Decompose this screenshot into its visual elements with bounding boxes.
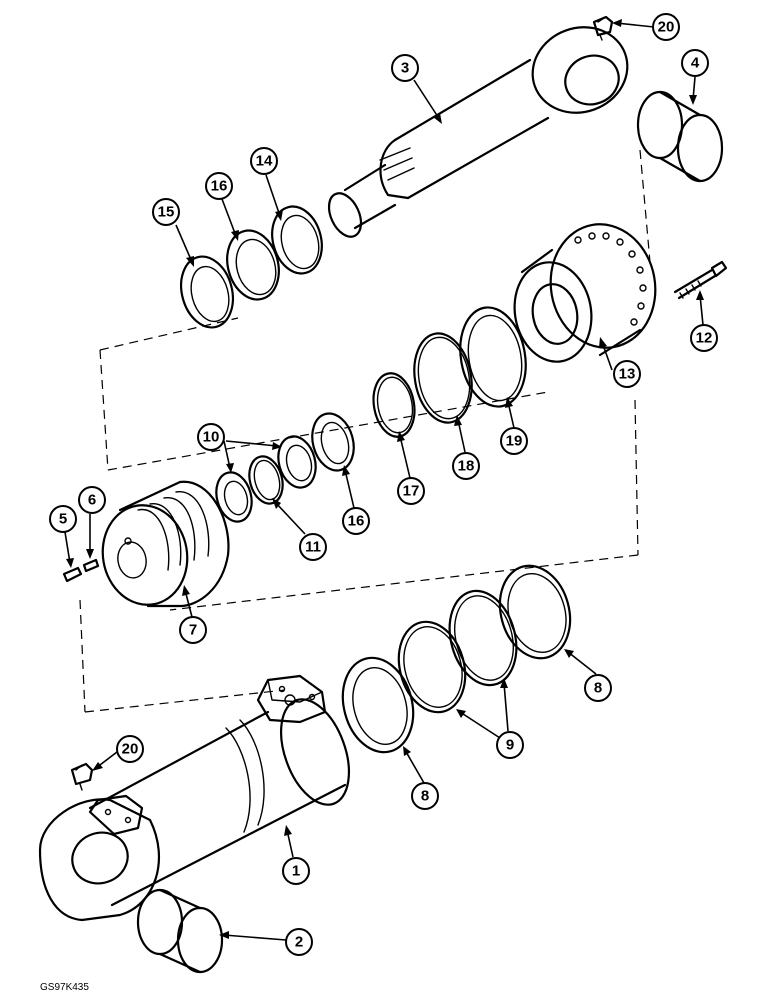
svg-text:17: 17 [403, 483, 420, 500]
callout-16-top: 16 [205, 172, 233, 200]
set-screw-5 [62, 566, 83, 583]
grease-fitting-top [592, 15, 614, 41]
drawing-code: GS97K435 [40, 982, 89, 993]
callout-1: 1 [282, 857, 310, 885]
seal-16-top [226, 229, 280, 301]
svg-text:19: 19 [506, 433, 523, 450]
pin-6 [82, 558, 100, 573]
callout-19: 19 [500, 427, 528, 455]
wear-ring-10b [277, 435, 317, 489]
gland-bolt [673, 260, 728, 300]
piston-rod [327, 26, 629, 238]
callout-3: 3 [391, 54, 419, 82]
svg-text:8: 8 [421, 788, 429, 805]
seal-15 [180, 255, 234, 329]
grease-fitting-bottom [70, 762, 94, 791]
seal-16-middle [311, 412, 355, 472]
seal-ring-9b [397, 620, 467, 714]
gland-bolt-holes [574, 232, 647, 326]
callout-15: 15 [152, 198, 180, 226]
leader-lines [64, 19, 704, 941]
backup-ring-19 [459, 306, 527, 408]
assembly-dashed-lines [79, 149, 651, 713]
callout-16-middle: 16 [342, 507, 370, 535]
callout-18: 18 [452, 452, 480, 480]
svg-text:15: 15 [158, 204, 175, 221]
o-ring-17 [372, 372, 416, 438]
svg-text:14: 14 [256, 153, 273, 170]
rod-eye-bushing [636, 90, 724, 183]
svg-text:16: 16 [211, 178, 228, 195]
barrel-bushing [136, 888, 224, 974]
callout-4: 4 [681, 49, 709, 77]
callout-11: 11 [299, 533, 327, 561]
callout-7: 7 [179, 616, 207, 644]
svg-text:7: 7 [189, 622, 197, 639]
svg-text:20: 20 [658, 19, 675, 36]
callout-6: 6 [78, 486, 106, 514]
svg-text:20: 20 [122, 741, 139, 758]
callout-13: 13 [613, 360, 641, 388]
callout-5: 5 [49, 505, 77, 533]
callout-17: 17 [397, 477, 425, 505]
callout-9: 9 [496, 731, 524, 759]
callout-8-left: 8 [411, 782, 439, 810]
svg-text:16: 16 [348, 513, 365, 530]
callout-8-right: 8 [584, 674, 612, 702]
svg-text:11: 11 [305, 539, 321, 556]
seal-14 [271, 205, 323, 275]
callout-20-bottom: 20 [116, 735, 144, 763]
svg-text:3: 3 [401, 60, 409, 77]
o-ring-18 [413, 332, 473, 424]
callout-10: 10 [197, 423, 225, 451]
seal-ring-11 [248, 455, 284, 505]
svg-text:2: 2 [295, 934, 303, 951]
wear-ring-10a [215, 471, 253, 523]
wear-ring-8-left [341, 656, 415, 754]
cylinder-gland [513, 223, 657, 363]
svg-text:5: 5 [59, 511, 67, 528]
callout-balloons: 20 3 4 14 16 15 12 13 19 18 17 10 16 11 … [49, 13, 718, 956]
svg-text:10: 10 [203, 429, 220, 446]
svg-text:18: 18 [458, 458, 475, 475]
svg-text:1: 1 [292, 863, 300, 880]
callout-14: 14 [250, 147, 278, 175]
svg-text:8: 8 [594, 680, 602, 697]
svg-text:4: 4 [691, 55, 700, 72]
callout-2: 2 [285, 928, 313, 956]
svg-text:12: 12 [696, 330, 713, 347]
piston [101, 480, 230, 608]
svg-text:13: 13 [619, 366, 636, 383]
callout-12: 12 [690, 324, 718, 352]
cylinder-barrel [38, 674, 350, 922]
svg-text:6: 6 [88, 492, 96, 509]
callout-20-top: 20 [652, 13, 680, 41]
svg-text:9: 9 [506, 737, 514, 754]
